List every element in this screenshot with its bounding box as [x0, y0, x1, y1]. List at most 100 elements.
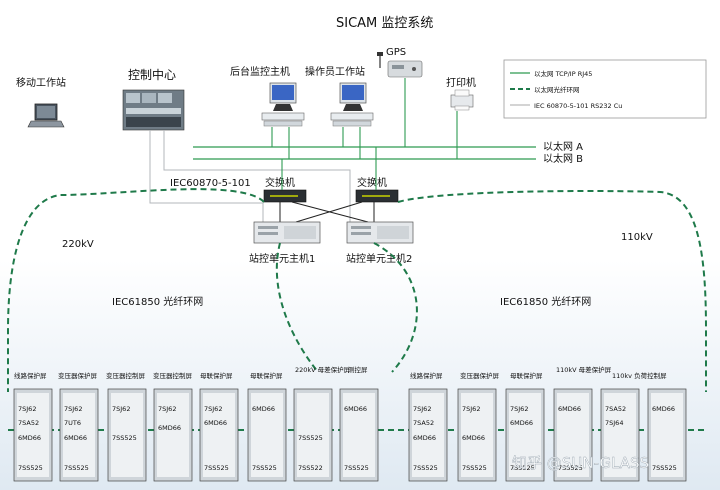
rs232-links — [149, 130, 351, 222]
cabinet: 6MD66 7SS525 — [647, 388, 687, 482]
switch-2-label: 交换机 — [357, 176, 387, 189]
watermark: 知乎 @SUN-GLASS — [512, 454, 649, 472]
cabinet-tag: 7SS525 — [462, 464, 487, 472]
mobile-station-label: 移动工作站 — [16, 76, 66, 89]
cabinet-tag: 6MD66 — [252, 405, 275, 413]
cabinet: 母联保护屏 7SJ62 6MD66 7SS525 — [199, 371, 239, 482]
cabinet: 变压器控制屏 7SJ62 6MD66 — [153, 371, 193, 482]
switch-icon — [355, 189, 399, 203]
cabinet-label: 测控屏 — [348, 365, 368, 374]
cabinet-tag: 7SS525 — [558, 464, 583, 472]
ring-left-label: IEC61850 光纤环网 — [112, 295, 203, 308]
cabinet-label: 线路保护屏 — [14, 371, 47, 380]
gps-icon — [377, 52, 423, 78]
cabinet: 线路保护屏 7SJ62 7SA52 6MD66 7SS525 — [13, 371, 53, 482]
cabinet-tag: 7SS525 — [18, 464, 43, 472]
legend-rs232-label: IEC 60870-5-101 RS232 Cu — [534, 102, 622, 110]
switch-host-crosslinks — [279, 201, 375, 223]
cabinet-tag: 6MD66 — [462, 434, 485, 442]
cabinet: 110kv 负荷控制屏 7SA52 7SJ64 — [600, 371, 667, 482]
legend-fiber-label: 以太网光纤环网 — [534, 85, 580, 94]
ring-right-label: IEC61850 光纤环网 — [500, 295, 591, 308]
cabinet-tag: 7SA52 — [413, 419, 434, 427]
cabinet: 测控屏 6MD66 7SS525 — [339, 365, 379, 482]
control-center-label: 控制中心 — [128, 67, 176, 82]
legend: 以太网 TCP/IP RJ45 以太网光纤环网 IEC 60870-5-101 … — [503, 59, 707, 119]
server-icon — [346, 221, 414, 244]
cabinet-tag: 7SS525 — [413, 464, 438, 472]
cabinet-tag: 7SS525 — [344, 464, 369, 472]
cabinet-label: 220kV 母差保护屏 — [295, 365, 351, 374]
right-ring-inner — [373, 242, 418, 373]
monitor-icon — [261, 82, 305, 127]
cabinet: 变压器保护屏 7SJ62 6MD66 7SS525 — [457, 371, 500, 482]
cabinet-tag: 7SS525 — [298, 434, 323, 442]
ethernet-a-label: 以太网 A — [543, 140, 583, 153]
cabinet-tag: 7SJ62 — [158, 405, 176, 413]
cabinet-tag: 7SJ62 — [413, 405, 431, 413]
legend-tcpip-label: 以太网 TCP/IP RJ45 — [534, 69, 592, 78]
cabinet-tag: 7SJ62 — [64, 405, 82, 413]
cabinet-tag: 7SS525 — [64, 464, 89, 472]
cabinet-tag: 6MD66 — [558, 405, 581, 413]
laptop-icon — [27, 103, 65, 128]
cabinet-tag: 7SA52 — [18, 419, 39, 427]
cabinet-label: 母联保护屏 — [250, 371, 283, 380]
cabinet-label: 变压器保护屏 — [58, 371, 98, 380]
cabinet-tag: 7SS525 — [252, 464, 277, 472]
cabinet-tag: 6MD66 — [18, 434, 41, 442]
cabinet-tag: 7SS525 — [652, 464, 677, 472]
cabinet-tag: 6MD66 — [413, 434, 436, 442]
protocol-101-label: IEC60870-5-101 — [170, 178, 251, 189]
cabinet-label: 110kv 负荷控制屏 — [612, 371, 667, 380]
cabinet-tag: 6MD66 — [344, 405, 367, 413]
voltage-left-label: 220kV — [62, 239, 94, 250]
cabinet-tag: 7SJ64 — [605, 419, 623, 427]
cabinet-tag: 7UT6 — [64, 419, 81, 427]
diagram-title: SICAM 监控系统 — [336, 16, 433, 31]
cabinet-label: 110kV 母差保护屏 — [556, 365, 612, 374]
cabinet-tag: 7SS525 — [112, 434, 137, 442]
cabinet-tag: 7SJ62 — [204, 405, 222, 413]
operator-station-label: 操作员工作站 — [305, 65, 365, 78]
server-icon — [253, 221, 321, 244]
backend-host-label: 后台监控主机 — [230, 65, 290, 78]
cabinet-tag: 6MD66 — [510, 419, 533, 427]
voltage-right-label: 110kV — [621, 232, 653, 243]
cabinet: 线路保护屏 7SJ62 7SA52 6MD66 7SS525 — [408, 371, 448, 482]
switch-1-label: 交换机 — [265, 176, 295, 189]
cabinet-tag: 7SA52 — [605, 405, 626, 413]
host-ethernet-links — [271, 78, 458, 159]
monitor-icon — [330, 82, 374, 127]
cabinet-label: 变压器控制屏 — [153, 371, 193, 380]
printer-icon — [450, 89, 474, 111]
cabinet-tag: 6MD66 — [158, 424, 181, 432]
cabinet-tag: 7SS522 — [298, 464, 323, 472]
cabinet: 220kV 母差保护屏 7SS525 7SS522 — [293, 365, 351, 482]
cabinet-tag: 7SJ62 — [112, 405, 130, 413]
ethernet-b-label: 以太网 B — [543, 152, 583, 165]
cabinet: 110kV 母差保护屏 6MD66 7SS525 — [553, 365, 612, 482]
station-host-1-label: 站控单元主机1 — [249, 252, 315, 265]
right-ring-outer — [397, 190, 707, 392]
cabinet-label: 母联保护屏 — [200, 371, 233, 380]
gps-label: GPS — [386, 47, 406, 58]
cabinet-label: 线路保护屏 — [410, 371, 443, 380]
left-ring-inner — [275, 242, 319, 373]
switch-icon — [263, 189, 307, 203]
printer-label: 打印机 — [446, 76, 476, 89]
cabinet-tag: 7SS525 — [510, 464, 535, 472]
cabinet-tag: 6MD66 — [652, 405, 675, 413]
station-host-2-label: 站控单元主机2 — [346, 252, 412, 265]
cabinet-row: 线路保护屏 7SJ62 7SA52 6MD66 7SS525 变压器保护屏 7S… — [13, 365, 687, 482]
cabinet: 变压器控制屏 7SJ62 7SS525 — [106, 371, 147, 482]
cabinet-tag: 7SS525 — [204, 464, 229, 472]
control-room-icon — [122, 89, 185, 131]
cabinet: 母联保护屏 6MD66 7SS525 — [247, 371, 287, 482]
cabinet-tag: 7SJ62 — [510, 405, 528, 413]
cabinet-tag: 7SJ62 — [462, 405, 480, 413]
cabinet-label: 母联保护屏 — [510, 371, 543, 380]
cabinet-tag: 6MD66 — [204, 419, 227, 427]
